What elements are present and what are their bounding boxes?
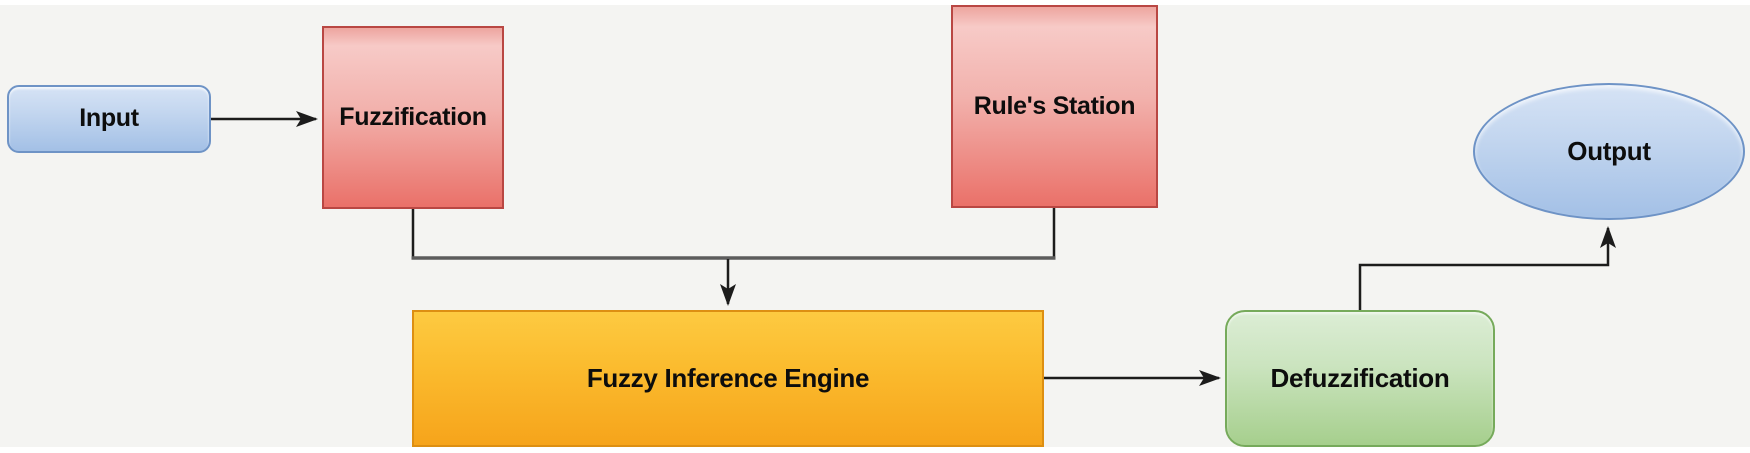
node-fuzzification-label: Fuzzification [339, 102, 487, 131]
node-input: Input [7, 85, 211, 153]
node-rules-station-label: Rule's Station [973, 91, 1136, 120]
node-fuzzification: Fuzzification [322, 26, 504, 209]
node-fuzzy-inference-engine: Fuzzy Inference Engine [412, 310, 1044, 447]
node-output: Output [1473, 83, 1745, 220]
node-rules-station: Rule's Station [951, 5, 1158, 208]
node-defuzzification-label: Defuzzification [1270, 363, 1450, 394]
node-output-label: Output [1567, 136, 1651, 167]
node-fuzzy-inference-engine-label: Fuzzy Inference Engine [586, 363, 870, 394]
node-input-label: Input [79, 104, 139, 133]
node-defuzzification: Defuzzification [1225, 310, 1495, 447]
